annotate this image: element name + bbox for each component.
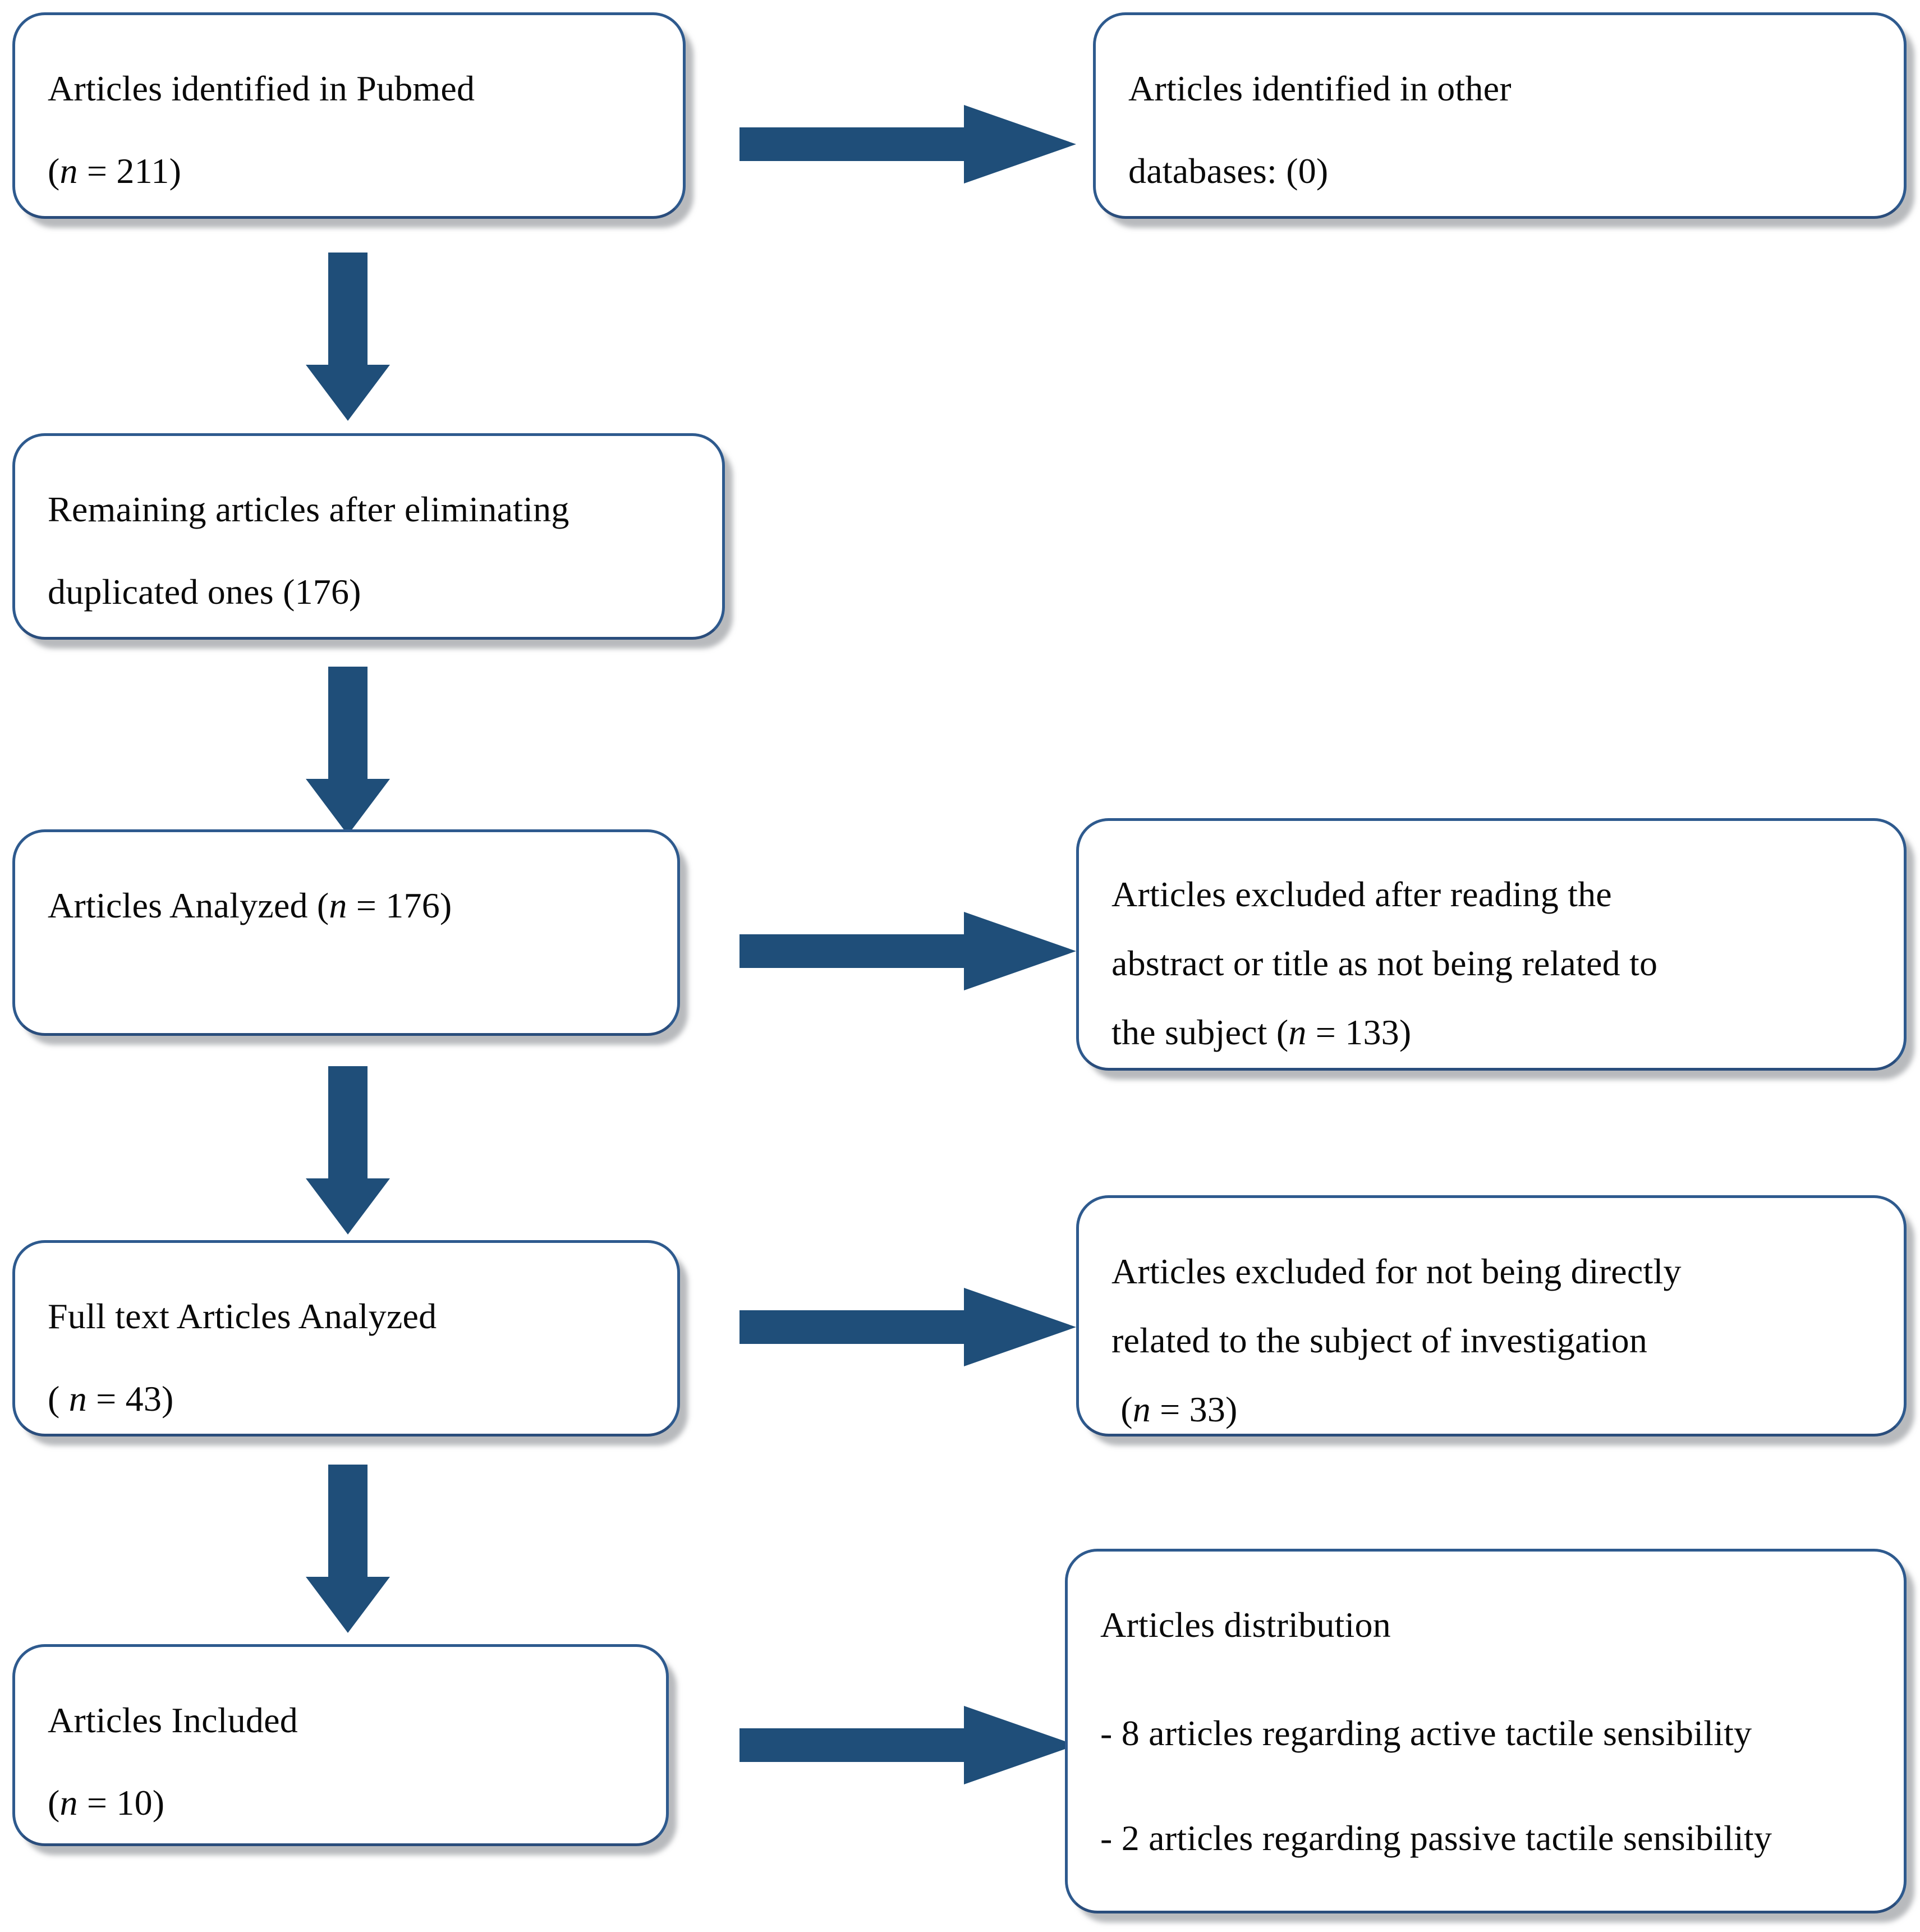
node-articles-analyzed[interactable]: Articles Analyzed (n = 176) (12, 829, 680, 1036)
sample-size-value: = 176) (347, 885, 452, 925)
paren-open: ( (48, 1782, 60, 1823)
node-fulltext-line-1: Full text Articles Analyzed (48, 1296, 437, 1336)
node-excluded-abs-line-3: the subject (n = 133) (1111, 998, 1871, 1067)
node-articles-excluded-abstract-title[interactable]: Articles excluded after reading the abst… (1076, 818, 1907, 1071)
node-distribution-item-1: - 8 articles regarding active tactile se… (1100, 1713, 1752, 1753)
node-articles-included[interactable]: Articles Included (n = 10) (12, 1644, 669, 1846)
node-included-line-2: (n = 10) (48, 1769, 633, 1838)
node-articles-excluded-not-directly-related[interactable]: Articles excluded for not being directly… (1076, 1195, 1907, 1437)
sample-size-symbol: n (1132, 1389, 1151, 1429)
sample-size-symbol: n (329, 885, 347, 925)
node-excluded-abs-line-1: Articles excluded after reading the (1111, 874, 1612, 914)
paren-open: ( (48, 150, 60, 191)
node-excluded-direct-line-2: related to the subject of investigation (1111, 1320, 1648, 1360)
arrow-remaining-to-analyzed (303, 667, 393, 835)
sample-size-value: = 211) (77, 150, 182, 191)
node-other-db-line-1: Articles identified in other (1128, 68, 1512, 108)
paren-open: ( (1111, 1389, 1133, 1429)
arrow-fulltext-to-included (303, 1465, 393, 1633)
arrow-analyzed-to-fulltext (303, 1066, 393, 1235)
node-excluded-direct-line-3: (n = 33) (1111, 1375, 1871, 1444)
node-other-db-line-2: databases: (0) (1128, 150, 1329, 191)
node-analyzed-line-1: Articles Analyzed (n = 176) (48, 871, 645, 940)
sample-size-symbol: n (59, 150, 78, 191)
node-distribution-heading: Articles distribution (1100, 1605, 1391, 1645)
sample-size-symbol: n (68, 1378, 87, 1419)
arrow-analyzed-to-excluded-abstract (739, 909, 1076, 993)
subject-label: the subject ( (1111, 1012, 1289, 1052)
node-remaining-line-2: duplicated ones (176) (48, 571, 361, 612)
node-excluded-direct-line-1: Articles excluded for not being directly (1111, 1251, 1682, 1291)
node-pubmed-line-2: (n = 211) (48, 137, 650, 206)
node-fulltext-line-2: ( n = 43) (48, 1365, 645, 1434)
node-full-text-articles-analyzed[interactable]: Full text Articles Analyzed ( n = 43) (12, 1240, 680, 1437)
node-remaining-articles[interactable]: Remaining articles after eliminating dup… (12, 433, 725, 640)
node-distribution-item-2: - 2 articles regarding passive tactile s… (1100, 1818, 1772, 1858)
node-articles-identified-other-databases[interactable]: Articles identified in other databases: … (1093, 12, 1907, 219)
sample-size-symbol: n (1288, 1012, 1307, 1052)
sample-size-value: = 33) (1150, 1389, 1238, 1429)
sample-size-value: = 133) (1306, 1012, 1412, 1052)
node-articles-distribution[interactable]: Articles distribution - 8 articles regar… (1065, 1549, 1907, 1913)
node-pubmed-line-1: Articles identified in Pubmed (48, 68, 475, 108)
arrow-included-to-distribution (739, 1703, 1076, 1787)
arrow-pubmed-to-remaining (303, 253, 393, 421)
arrow-pubmed-to-other-databases (739, 102, 1076, 186)
sample-size-value: = 43) (86, 1378, 174, 1419)
sample-size-symbol: n (59, 1782, 78, 1823)
arrow-fulltext-to-excluded-direct (739, 1285, 1076, 1369)
sample-size-value: = 10) (77, 1782, 165, 1823)
node-included-line-1: Articles Included (48, 1700, 298, 1740)
node-articles-identified-pubmed[interactable]: Articles identified in Pubmed (n = 211) (12, 12, 686, 219)
node-excluded-abs-line-2: abstract or title as not being related t… (1111, 943, 1658, 983)
analyzed-label: Articles Analyzed ( (48, 885, 329, 925)
paren-open: ( (48, 1378, 69, 1419)
node-remaining-line-1: Remaining articles after eliminating (48, 489, 569, 529)
